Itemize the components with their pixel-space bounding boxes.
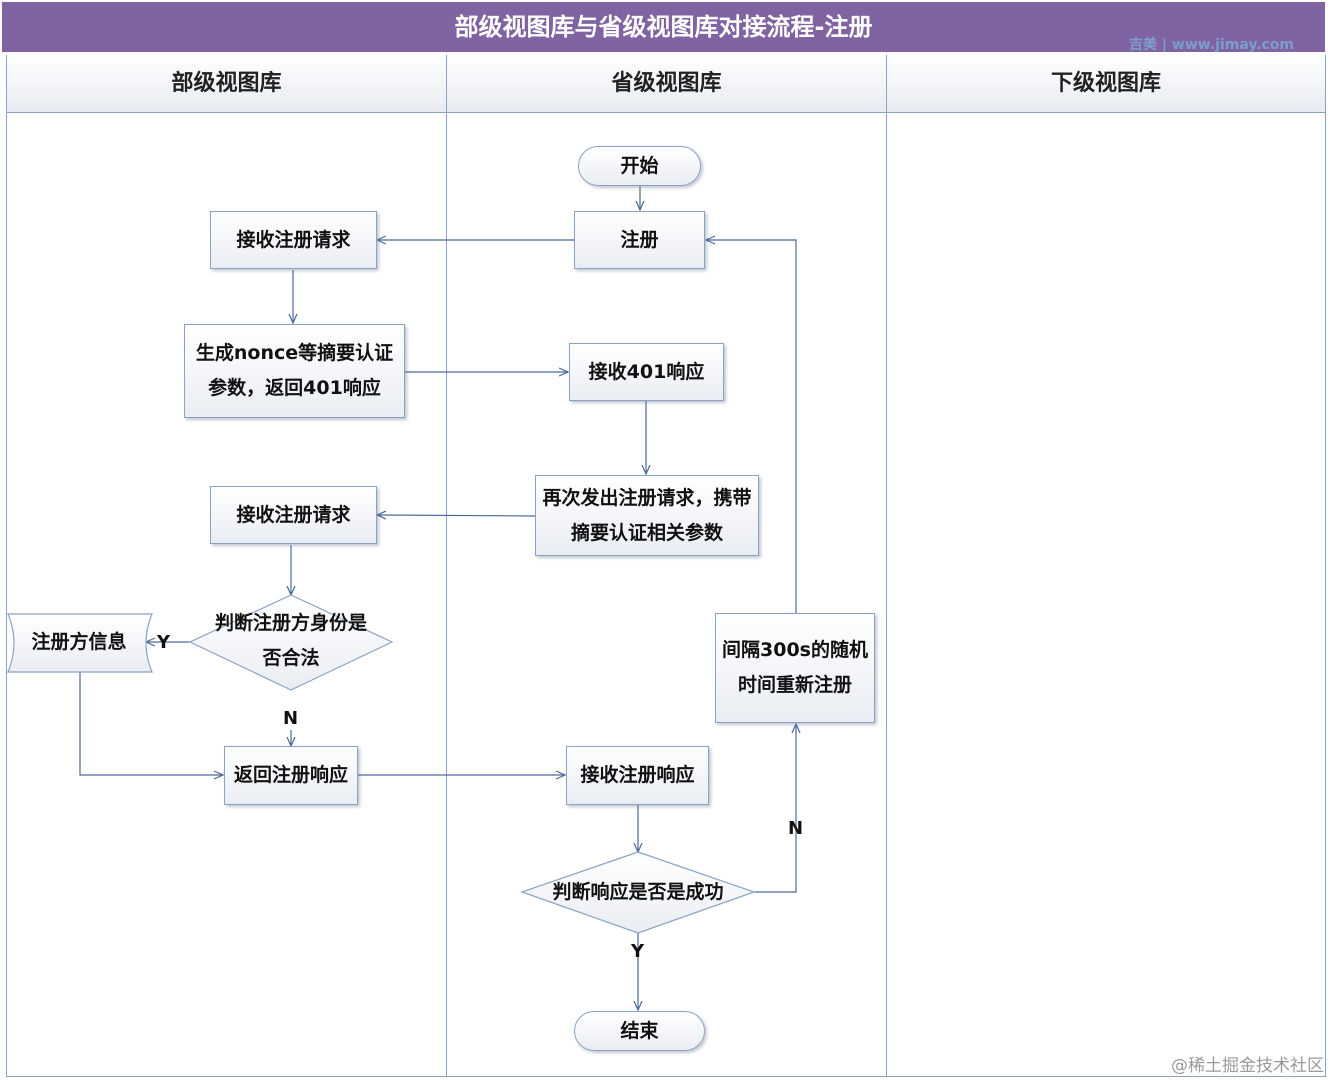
end-terminal: 结束 <box>574 1011 705 1051</box>
retry-register-step: 间隔300s的随机时间重新注册 <box>715 613 875 723</box>
return-register-response: 返回注册响应 <box>224 746 358 805</box>
lane-header-ministry: 部级视图库 <box>7 55 446 113</box>
diagram-title: 部级视图库与省级视图库对接流程-注册 <box>2 2 1325 52</box>
decision-identity-label: 判断注册方身份是否合法 <box>214 612 367 669</box>
decision-identity-shape <box>188 594 394 691</box>
label-no-success: N <box>788 818 804 839</box>
reg-info-label: 注册方信息 <box>31 631 127 653</box>
return-register-response-label: 返回注册响应 <box>233 764 348 786</box>
watermark-juejin: @稀土掘金技术社区 <box>1171 1056 1324 1076</box>
start-label: 开始 <box>620 154 659 177</box>
decision-success-shape <box>520 851 756 934</box>
lane-divider <box>886 55 887 1077</box>
receive-401-label: 接收401响应 <box>588 360 705 383</box>
retry-register-label: 间隔300s的随机时间重新注册 <box>722 639 868 696</box>
end-label: 结束 <box>620 1019 659 1042</box>
start-terminal: 开始 <box>578 146 701 186</box>
label-no-identity: N <box>283 708 299 729</box>
document-reg-info-shape <box>7 613 153 673</box>
edge-info-return <box>79 672 223 775</box>
decision-success-label: 判断响应是否是成功 <box>552 881 724 903</box>
receive-register-request-2-label: 接收注册请求 <box>236 503 351 526</box>
receive-register-request-1-label: 接收注册请求 <box>236 228 351 251</box>
edge-retry-register <box>706 240 797 613</box>
watermark-logo: 吉美 | www.jimay.com <box>1129 37 1294 53</box>
register-step: 注册 <box>574 211 705 269</box>
generate-nonce-step: 生成nonce等摘要认证参数，返回401响应 <box>184 324 405 418</box>
resend-register-label: 再次发出注册请求，携带摘要认证相关参数 <box>542 486 752 544</box>
receive-register-request-1: 接收注册请求 <box>210 211 377 269</box>
lane-header-subordinate: 下级视图库 <box>887 55 1325 113</box>
register-label: 注册 <box>620 228 659 251</box>
edge-judge-retry <box>754 724 796 893</box>
receive-register-request-2: 接收注册请求 <box>210 486 377 544</box>
edge-resend-recv2 <box>377 515 536 516</box>
resend-register-step: 再次发出注册请求，携带摘要认证相关参数 <box>535 475 759 556</box>
receive-register-response: 接收注册响应 <box>566 746 709 805</box>
lane-divider <box>446 55 447 1077</box>
generate-nonce-label: 生成nonce等摘要认证参数，返回401响应 <box>195 342 394 399</box>
receive-401-step: 接收401响应 <box>569 343 724 401</box>
receive-register-response-label: 接收注册响应 <box>580 764 695 786</box>
lane-header-province: 省级视图库 <box>447 55 886 113</box>
label-yes-identity: Y <box>157 632 171 653</box>
label-yes-success: Y <box>631 941 645 962</box>
